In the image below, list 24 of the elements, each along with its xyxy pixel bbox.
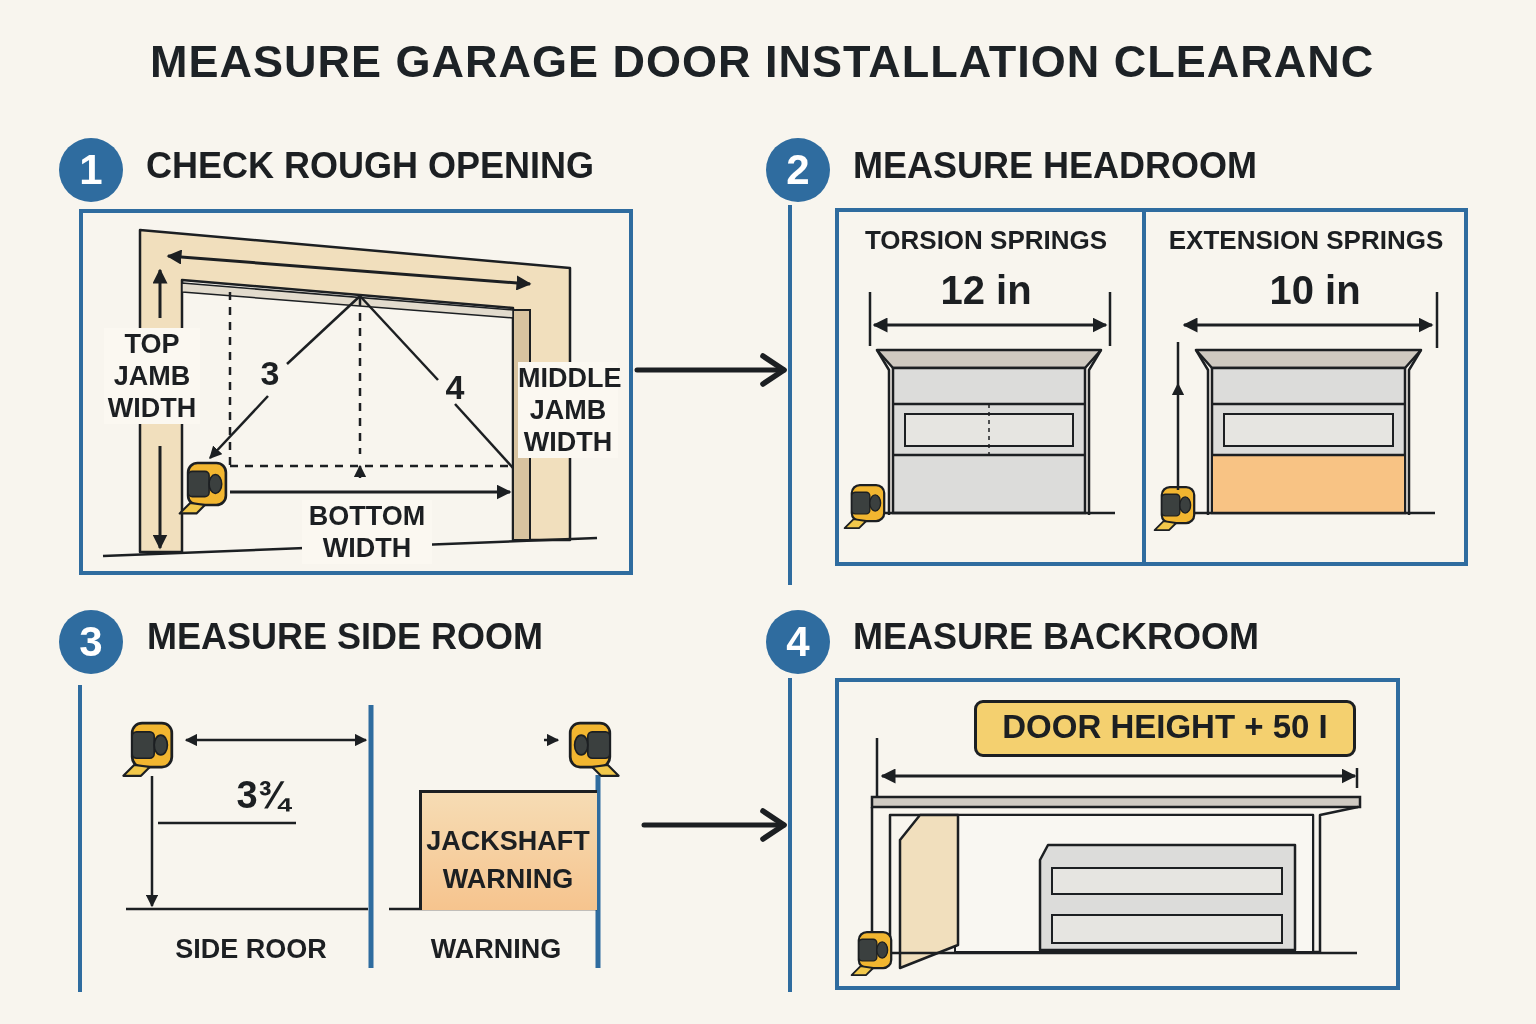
section-heading: MEASURE SIDE ROOM	[147, 616, 545, 659]
formula-callout	[974, 700, 1356, 757]
panel-heading: TORSION SPRINGS	[863, 226, 1109, 257]
step-number-badge: 3	[59, 610, 123, 674]
measurement-value: 3¾	[235, 773, 293, 817]
section-heading: MEASURE HEADROOM	[853, 145, 1258, 188]
section-heading: CHECK ROUGH OPENING	[146, 145, 596, 188]
arrow	[641, 808, 787, 842]
formula-text: DOOR HEIGHT + 50 I	[1001, 708, 1329, 747]
section-heading: MEASURE BACKROOM	[853, 616, 1260, 659]
caption-text: SIDE ROOR	[174, 933, 328, 965]
step-number-badge: 2	[766, 138, 830, 202]
measurement-value: 12 in	[939, 267, 1033, 313]
step-number-badge: 1	[59, 138, 123, 202]
arrow	[634, 353, 787, 387]
dimension-number: 3	[259, 357, 281, 389]
step-number-badge: 4	[766, 610, 830, 674]
warning-box	[419, 790, 597, 910]
panel-heading: EXTENSION SPRINGS	[1167, 226, 1445, 257]
measurement-value: 10 in	[1268, 267, 1362, 313]
page-title: MEASURE GARAGE DOOR INSTALLATION CLEARANC	[150, 36, 1375, 88]
dimension-number: 4	[444, 371, 466, 403]
caption-text: WARNING	[429, 933, 563, 965]
warning-text: JACKSHAFT WARNING	[425, 825, 591, 896]
